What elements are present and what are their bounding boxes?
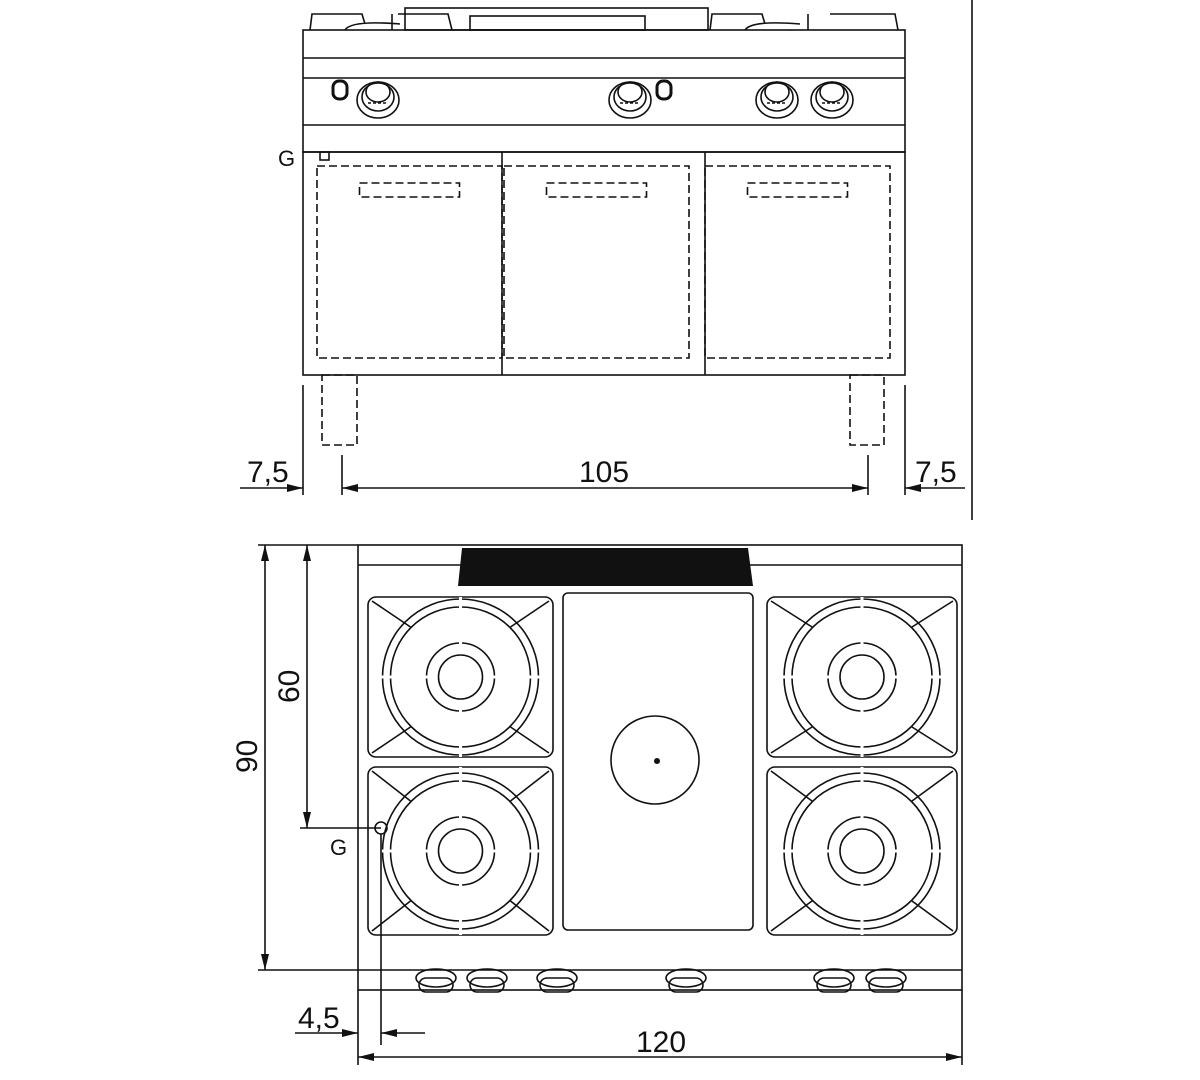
dim-left-label: 7,5 [247, 456, 289, 489]
control-knob-icon [810, 81, 854, 119]
plan-outline [357, 544, 963, 991]
right-leg [849, 374, 885, 446]
gas-label: G [278, 146, 295, 171]
solid-top-plate [562, 592, 754, 931]
control-knob-icon [865, 968, 907, 993]
ignition-button-icon [331, 79, 349, 101]
door-handle [545, 182, 648, 198]
hotplate-center [654, 758, 660, 764]
depth-dimensions [258, 544, 963, 1065]
depth-label: 90 [231, 740, 264, 773]
control-knob-icon [356, 81, 400, 119]
control-knob-icon [415, 968, 457, 993]
right-grate-profile [709, 13, 899, 31]
griddle-plate [469, 15, 646, 31]
dim-center-label: 105 [579, 456, 629, 489]
control-knob-icon [665, 968, 707, 993]
burner-grate-icon [367, 596, 554, 758]
control-knob-icon [755, 81, 799, 119]
control-knob-icon [466, 968, 508, 993]
left-leg [321, 374, 358, 446]
flue [458, 548, 753, 586]
plan-knobs [415, 968, 907, 993]
cabinet-door [704, 165, 891, 359]
cabinet-door [503, 165, 690, 359]
control-knob-icon [536, 968, 578, 993]
control-knob-icon [813, 968, 855, 993]
depth-gas-label: 60 [273, 670, 306, 703]
ignition-button-icon [655, 79, 673, 101]
gas-connection [319, 151, 330, 161]
cabinet [302, 151, 906, 376]
door-handle [358, 182, 461, 198]
control-knob-icon [608, 81, 652, 119]
burner-grate-icon [766, 596, 958, 758]
gas-label-plan: G [330, 835, 347, 860]
cabinet-doors [316, 152, 891, 375]
left-grate-profile [309, 13, 453, 31]
dim-right-label: 7,5 [915, 456, 957, 489]
front-knobs [331, 79, 854, 119]
hotplate-ring [610, 715, 700, 805]
burner-grate-icon [766, 766, 958, 936]
burners [367, 596, 958, 936]
plan-view: G 90 60 4,5 120 [231, 544, 963, 1065]
width-dimension [240, 385, 965, 495]
width-label: 120 [636, 1026, 686, 1059]
gas-offset-label: 4,5 [298, 1002, 340, 1035]
door-handle [746, 182, 849, 198]
burner-grate-icon [367, 766, 554, 936]
cabinet-door [316, 165, 503, 359]
front-elevation: G 7,5 105 7,5 [240, 0, 973, 520]
